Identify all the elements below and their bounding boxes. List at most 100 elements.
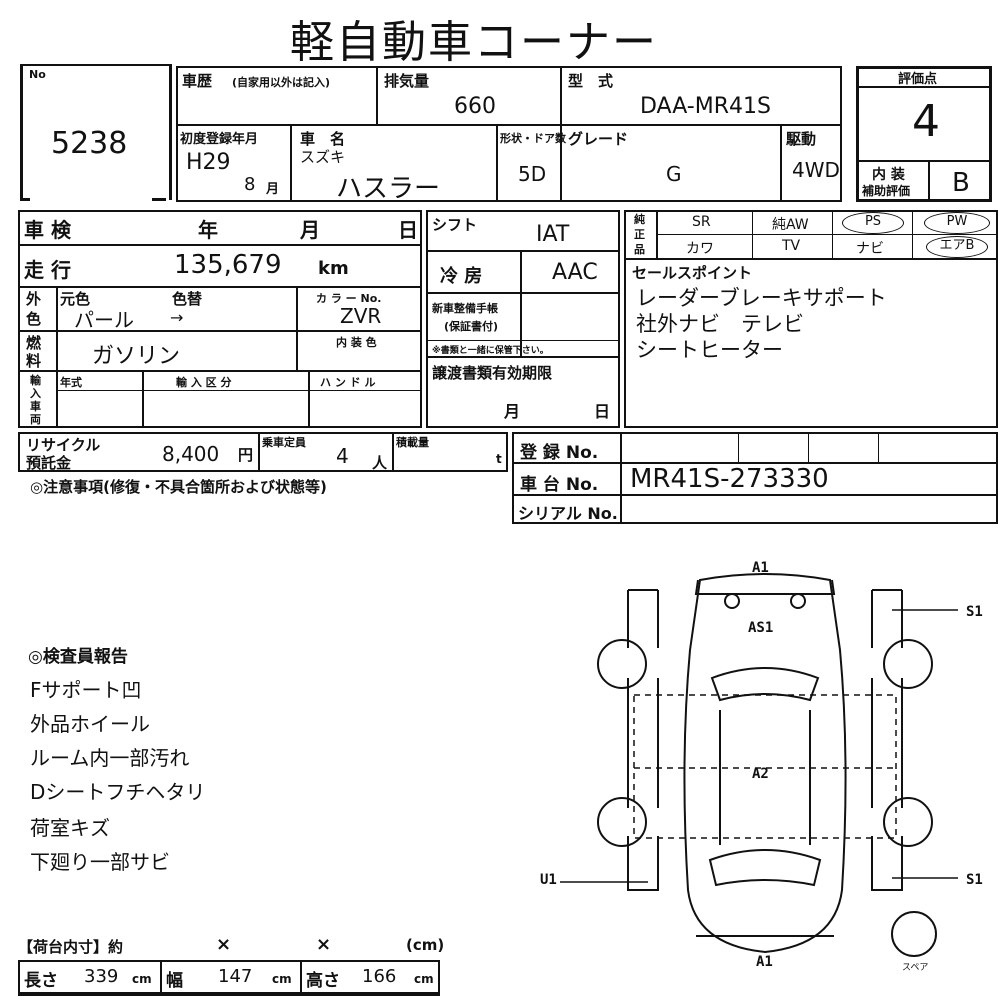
registration-label: 登 録 No. xyxy=(520,443,599,463)
recycle-label-2: 預託金 xyxy=(26,454,72,472)
manual-label-1: 新車整備手帳 xyxy=(432,302,498,315)
mark-u1: U1 xyxy=(540,872,557,888)
score-value: 4 xyxy=(912,96,940,147)
mileage-label: 走 行 xyxy=(24,258,71,282)
cargo-height-unit: cm xyxy=(414,972,434,986)
interior-color-label: 内 装 色 xyxy=(336,336,377,349)
equip-tv: TV xyxy=(782,238,801,254)
transfer-label: 譲渡書類有効期限 xyxy=(432,364,553,382)
equip-leather: カワ xyxy=(686,241,714,257)
cargo-label: 【荷台内寸】約 xyxy=(18,938,124,956)
import-year-label: 年式 xyxy=(60,376,82,389)
drive-value: 4WD xyxy=(792,158,840,182)
grade-value: G xyxy=(666,162,682,186)
car-name: ハスラー xyxy=(336,174,441,204)
cargo-length-label: 長さ xyxy=(24,971,58,991)
recycle-value: 8,400 xyxy=(162,442,220,466)
selling-points-label: セールスポイント xyxy=(632,264,753,282)
mileage-unit: km xyxy=(318,258,349,279)
inspection-label: 車 検 xyxy=(24,218,71,242)
equip-navi: ナビ xyxy=(856,241,884,257)
cargo-length-value: 339 xyxy=(84,966,119,987)
import-type-label: 輸 入 区 分 xyxy=(176,376,232,389)
capacity-value: 4 xyxy=(336,444,349,468)
equip-ps: PS xyxy=(842,212,904,234)
doors-label: 形状・ドア数 xyxy=(500,132,566,145)
exterior-label-2: 色 xyxy=(26,310,42,328)
car-name-label: 車 名 xyxy=(300,130,346,148)
repaint-label: 色替 xyxy=(172,290,203,308)
interior-label-1: 内 装 xyxy=(872,167,905,183)
chassis-label: 車 台 No. xyxy=(520,475,599,495)
doors-value: 5D xyxy=(518,162,547,186)
inspector-line-4: Dシートフチヘタリ xyxy=(30,780,206,804)
grade-label: グレード xyxy=(568,130,629,148)
lot-box-bottom-left xyxy=(20,180,30,201)
manual-label-2: (保証書付) xyxy=(444,320,499,333)
equipment-label-2: 正 xyxy=(634,228,645,241)
drive-label: 駆動 xyxy=(786,130,817,148)
lot-box-bottom-right xyxy=(152,180,166,201)
history-label: 車歴 xyxy=(182,72,213,90)
transfer-month: 月 xyxy=(504,402,521,421)
equip-sr: SR xyxy=(692,214,711,230)
model-label: 型 式 xyxy=(568,72,614,90)
first-reg-month: 8 xyxy=(244,174,256,195)
inspector-line-2: 外品ホイール xyxy=(30,712,150,736)
car-damage-diagram xyxy=(560,573,958,957)
cargo-x2: × xyxy=(316,934,332,955)
capacity-label: 乗車定員 xyxy=(262,436,306,449)
inspection-month: 月 xyxy=(300,218,320,242)
score-box xyxy=(856,66,992,202)
recycle-label-1: リサイクル xyxy=(26,436,101,454)
mark-s1-rear: S1 xyxy=(966,872,983,888)
first-reg-era: H29 xyxy=(186,150,231,175)
center-middle-grid xyxy=(426,210,620,428)
fuel-value: ガソリン xyxy=(92,344,181,369)
manual-note: ※書類と一緒に保管下さい。 xyxy=(432,346,549,356)
color-arrow: → xyxy=(170,308,184,327)
orig-color-value: パール xyxy=(74,308,134,332)
selling-point-1: レーダーブレーキサポート xyxy=(636,286,887,310)
shift-label: シフト xyxy=(432,216,478,234)
orig-color-label: 元色 xyxy=(60,290,91,308)
color-code-value: ZVR xyxy=(340,304,382,328)
load-label: 積載量 xyxy=(396,436,429,449)
interior-value: B xyxy=(952,168,970,198)
left-middle-grid xyxy=(18,210,422,428)
inspector-line-5: 荷室キズ xyxy=(30,816,110,840)
cargo-width-value: 147 xyxy=(218,966,253,987)
chassis-value: MR41S-273330 xyxy=(630,464,829,494)
ac-label: 冷 房 xyxy=(440,266,483,287)
cargo-x1: × xyxy=(216,934,232,955)
top-info-grid xyxy=(176,66,842,202)
import-label-2: 入 xyxy=(30,387,41,400)
interior-label-2: 補助評価 xyxy=(862,184,911,198)
import-label-4: 両 xyxy=(30,413,41,426)
lot-number: 5238 xyxy=(51,126,128,161)
selling-point-3: シートヒーター xyxy=(636,338,783,362)
ac-value: AAC xyxy=(552,260,598,285)
import-handle-label: ハ ン ド ル xyxy=(320,376,376,389)
model-value: DAA-MR41S xyxy=(640,94,771,119)
displacement-label: 排気量 xyxy=(384,72,430,90)
equipment-label-1: 純 xyxy=(634,213,645,226)
lot-label: No xyxy=(29,68,46,81)
load-unit: t xyxy=(496,452,502,466)
displacement-value: 660 xyxy=(454,94,496,119)
cargo-width-label: 幅 xyxy=(166,971,183,991)
lot-box: No 5238 xyxy=(20,64,172,200)
mark-front-a1: A1 xyxy=(752,560,769,576)
cargo-grid xyxy=(18,960,440,994)
mark-s1-front: S1 xyxy=(966,604,983,620)
equip-aw: 純AW xyxy=(772,217,809,233)
capacity-unit: 人 xyxy=(372,454,388,472)
mileage-value: 135,679 xyxy=(174,250,282,280)
fuel-label-2: 料 xyxy=(26,352,42,370)
page-title: 軽自動車コーナー xyxy=(290,17,658,68)
recycle-unit: 円 xyxy=(238,446,254,464)
car-maker: スズキ xyxy=(300,148,346,166)
import-label-3: 車 xyxy=(30,400,41,413)
color-code-label: カ ラ ー No. xyxy=(316,292,382,305)
cargo-height-label: 高さ xyxy=(306,971,340,991)
